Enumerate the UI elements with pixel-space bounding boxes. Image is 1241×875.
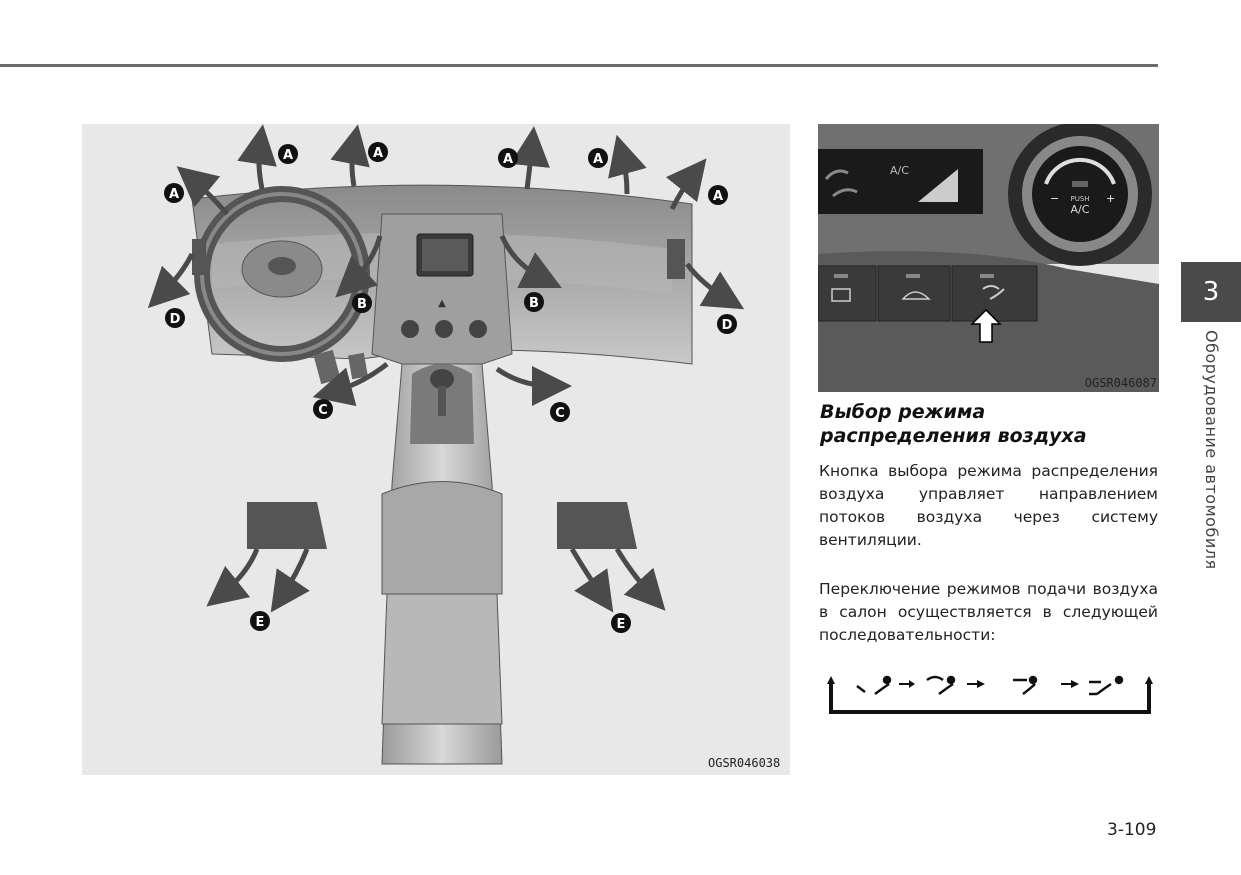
- vent-label-e: E: [617, 617, 626, 632]
- knob-ac-label: A/C: [1071, 203, 1090, 216]
- vent-label-a: A: [713, 189, 723, 204]
- section-title: Выбор режима распределения воздуха: [820, 401, 1087, 447]
- vent-label-c: C: [555, 406, 565, 421]
- vent-label-a: A: [593, 152, 603, 167]
- minus-label: −: [1050, 192, 1059, 205]
- vent-label-a: A: [373, 146, 383, 161]
- vent-label-b: B: [529, 296, 539, 311]
- mode-sequence-diagram: [827, 675, 1153, 714]
- vent-label-e: E: [256, 615, 265, 630]
- vent-label-d: D: [722, 318, 733, 333]
- figure-code: OGSR046087: [1085, 376, 1157, 390]
- vent-label-a: A: [169, 187, 179, 202]
- plus-label: +: [1106, 192, 1115, 205]
- dashboard-drawing: A A A A A A B B C C D D E E ▲: [147, 124, 745, 765]
- header-rule: [0, 64, 1158, 67]
- vent-label-a: A: [283, 148, 293, 163]
- climate-panel-drawing: A/C − + PUSH A/C OGSR046087: [818, 124, 1159, 392]
- climate-panel-illustration: A/C − + PUSH A/C OGSR046087: [818, 124, 1159, 392]
- push-label: PUSH: [1070, 195, 1089, 203]
- chapter-title-text: Оборудование автомобиля: [1202, 330, 1221, 570]
- vent-label-b: B: [357, 297, 367, 312]
- chapter-title: Оборудование автомобиля: [1197, 330, 1221, 590]
- chapter-number-tab: 3: [1181, 262, 1241, 322]
- paragraph-1: Кнопка выбора режима распределения возду…: [819, 462, 1158, 549]
- mode-bilevel-icon: [1089, 675, 1124, 696]
- airflow-illustration: A A A A A A B B C C D D E E ▲ OGSR046038: [82, 124, 790, 775]
- page-number: 3-109: [1107, 820, 1157, 840]
- mode-defrost-feet-icon: [926, 675, 956, 696]
- paragraph-2: Переключение режимов подачи воздуха в са…: [819, 580, 1158, 644]
- vent-label-a: A: [503, 152, 513, 167]
- display-ac-label: A/C: [890, 164, 909, 177]
- hazard-icon: ▲: [438, 298, 446, 309]
- vent-label-d: D: [170, 312, 181, 327]
- mode-face-icon: [856, 675, 892, 696]
- figure-code: OGSR046038: [708, 756, 781, 770]
- vent-label-c: C: [318, 403, 328, 418]
- mode-feet-icon: [1013, 675, 1038, 695]
